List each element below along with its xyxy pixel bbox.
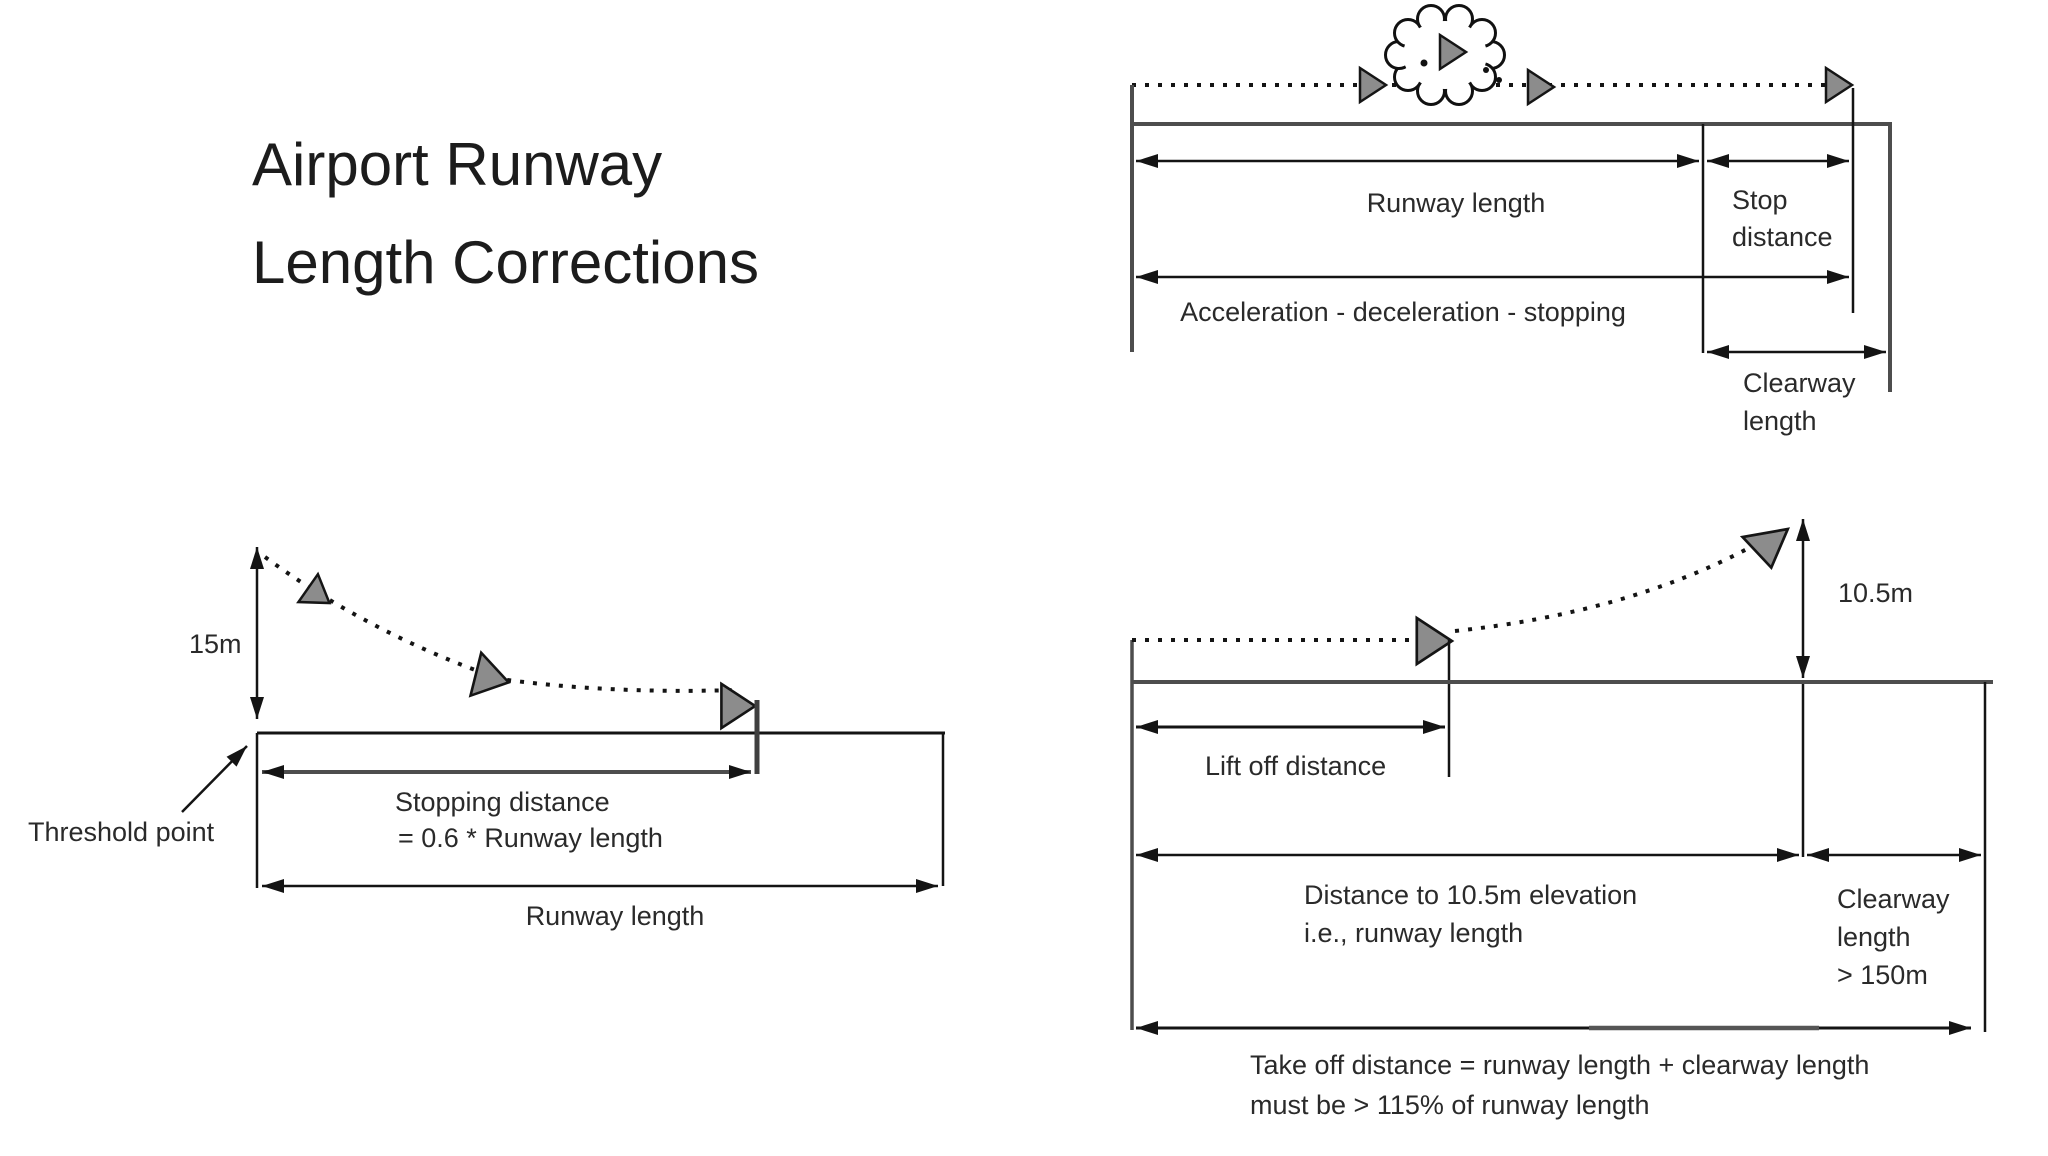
takeoff-distance-label-line1: Take off distance = runway length + clea… xyxy=(1250,1050,1870,1080)
clearway-150-label-line3: > 150m xyxy=(1837,960,1928,990)
stopping-distance-label-line1: Stopping distance xyxy=(395,787,610,817)
acceleration-label: Acceleration - deceleration - stopping xyxy=(1180,297,1626,327)
height-15m-label: 15m xyxy=(189,629,242,659)
runway-length-label-top: Runway length xyxy=(1366,188,1546,218)
threshold-pointer-arrow xyxy=(181,745,248,813)
clearway-150-label-line2: length xyxy=(1837,922,1911,952)
plane-arrowhead xyxy=(1358,65,1389,105)
stopping-distance-label-line2: = 0.6 * Runway length xyxy=(398,823,663,853)
threshold-point-label: Threshold point xyxy=(28,817,215,847)
climb-path-dotted xyxy=(1454,547,1748,633)
runway-length-label-bottom-left: Runway length xyxy=(525,901,705,931)
page-title-line1: Airport Runway xyxy=(252,131,663,198)
figure-landing xyxy=(181,547,945,893)
figure-takeoff xyxy=(1130,519,1993,1035)
plane-arrowhead xyxy=(1824,65,1855,105)
clearway-150-label-line1: Clearway xyxy=(1837,884,1950,914)
plane-arrowhead xyxy=(1739,527,1791,571)
plane-arrowhead-in-cloud xyxy=(1438,32,1469,72)
clearway-label-line1: Clearway xyxy=(1743,368,1856,398)
plane-arrowhead xyxy=(720,681,758,731)
takeoff-distance-label-line2: must be > 115% of runway length xyxy=(1250,1090,1650,1120)
page-title-line2: Length Corrections xyxy=(252,229,759,296)
cloud-dot xyxy=(1420,59,1428,67)
descent-path-dotted xyxy=(263,555,736,693)
height-10-5m-label: 10.5m xyxy=(1838,578,1914,608)
figure-accelerate-stop xyxy=(1130,4,1892,392)
plane-arrowhead xyxy=(1415,615,1455,667)
page-title: Airport Runway Length Corrections xyxy=(252,116,759,312)
distance-elevation-label-line2: i.e., runway length xyxy=(1304,918,1524,948)
cloud-icon xyxy=(1384,4,1506,106)
plane-arrowhead xyxy=(1526,67,1557,107)
stop-distance-label-line1: Stop xyxy=(1732,185,1788,215)
distance-elevation-label-line1: Distance to 10.5m elevation xyxy=(1304,880,1638,910)
lift-off-distance-label: Lift off distance xyxy=(1205,751,1387,781)
plane-arrowhead xyxy=(468,650,511,698)
stop-distance-label-line2: distance xyxy=(1732,222,1833,252)
path-dot xyxy=(1496,77,1502,83)
path-dot xyxy=(1483,67,1489,73)
plane-arrowhead xyxy=(296,571,332,605)
clearway-label-line2: length xyxy=(1743,406,1817,436)
